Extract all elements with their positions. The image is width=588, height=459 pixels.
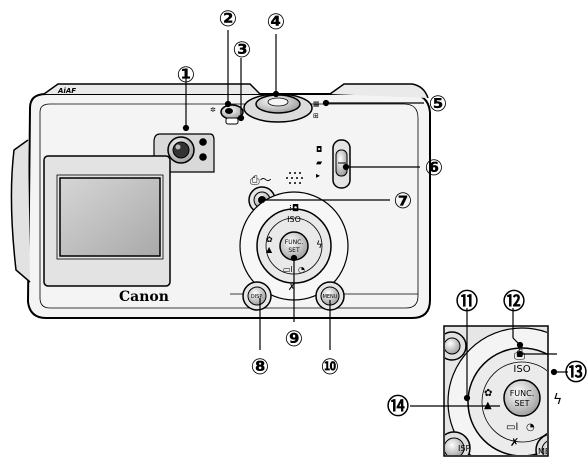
- playback-mode-icon: ▸: [316, 171, 320, 180]
- inset-menu-label: MEN: [538, 447, 556, 456]
- callout-5: ⑤: [429, 92, 448, 117]
- callout-6: ⑥: [425, 156, 444, 181]
- macro-icon: ✿: [266, 235, 273, 244]
- inset-iso-label: ISO: [513, 364, 530, 375]
- indicator-lamp-lower: [199, 153, 207, 161]
- inset-disp-label: ISP: [458, 444, 470, 453]
- camera-mode-icon: ◘: [316, 145, 322, 154]
- shutter-button[interactable]: [243, 93, 313, 123]
- callout-10: ⑩: [321, 355, 340, 380]
- callout-7: ⑦: [394, 189, 413, 214]
- inset-callout-leaders: [410, 308, 568, 407]
- indicator-lamp-upper: [199, 138, 207, 146]
- menu-label: MENU: [323, 294, 338, 300]
- model-tag: AiAF: [57, 87, 76, 95]
- brand-logo: Canon: [119, 289, 169, 305]
- zoom-tele-icon: ▦: [313, 100, 320, 108]
- movie-mode-icon: ▰: [316, 158, 323, 167]
- erase-icon: ✗: [288, 283, 296, 293]
- callout-3: ③: [233, 38, 252, 63]
- disp-button[interactable]: DISP.: [242, 281, 272, 311]
- inset-callout-numbers: ⑪ ⑫ ⑬ ⑭: [387, 289, 587, 420]
- callout-1: ①: [177, 63, 196, 88]
- inset-macro-icon: ✿: [484, 388, 492, 399]
- callout-11: ⑪: [456, 289, 478, 315]
- callout-12: ⑫: [503, 289, 525, 315]
- callout-14: ⑭: [387, 394, 409, 420]
- callout-numbers: ① ② ③ ④ ⑤ ⑥ ⑦ ⑧ ⑨ ⑩: [177, 7, 448, 380]
- callout-13: ⑬: [565, 360, 587, 386]
- callout-8: ⑧: [251, 355, 270, 380]
- speaker-grille: [286, 172, 303, 184]
- flash-icon: ϟ: [316, 240, 323, 251]
- lcd-monitor: [43, 155, 171, 287]
- landscape-icon: ▲: [266, 245, 273, 254]
- self-timer-icon: ◔: [298, 265, 305, 274]
- inset-func-label-top: FUNC.: [510, 389, 535, 398]
- inset-detail: ISP MEN FUNC. SET ISO ⎙ ✿ ▲ ϟ ▭ⅼ ◔ ✗: [443, 325, 562, 457]
- inset-continuous-icon: ▭ⅼ: [506, 422, 518, 433]
- zoom-wide-icon: ⊞: [313, 112, 319, 120]
- func-set-label-bottom: SET: [288, 247, 300, 254]
- func-set-label-top: FUNC.: [285, 239, 304, 246]
- mode-dial[interactable]: ✲: [210, 104, 244, 125]
- mode-switch[interactable]: [332, 139, 351, 189]
- inset-flash-icon: ϟ: [553, 392, 562, 408]
- light-metering-icon: ⁝◘: [289, 204, 299, 214]
- callout-9: ⑨: [285, 327, 304, 352]
- iso-label: ISO: [287, 215, 301, 224]
- callout-4: ④: [267, 10, 286, 35]
- disp-label: DISP.: [251, 294, 264, 300]
- inset-erase-icon: ✗: [510, 436, 519, 449]
- callout-leaders: [182, 30, 424, 350]
- mode-dial-mark-icon: ✲: [210, 106, 216, 114]
- inset-func-label-bottom: SET: [514, 399, 529, 408]
- callout-2: ②: [219, 7, 238, 32]
- continuous-shooting-icon: ▭ⅼ: [283, 265, 293, 274]
- inset-self-timer-icon: ◔: [526, 422, 535, 433]
- print-share-icon: ⎙〜: [250, 173, 272, 187]
- menu-button[interactable]: MENU: [315, 281, 345, 311]
